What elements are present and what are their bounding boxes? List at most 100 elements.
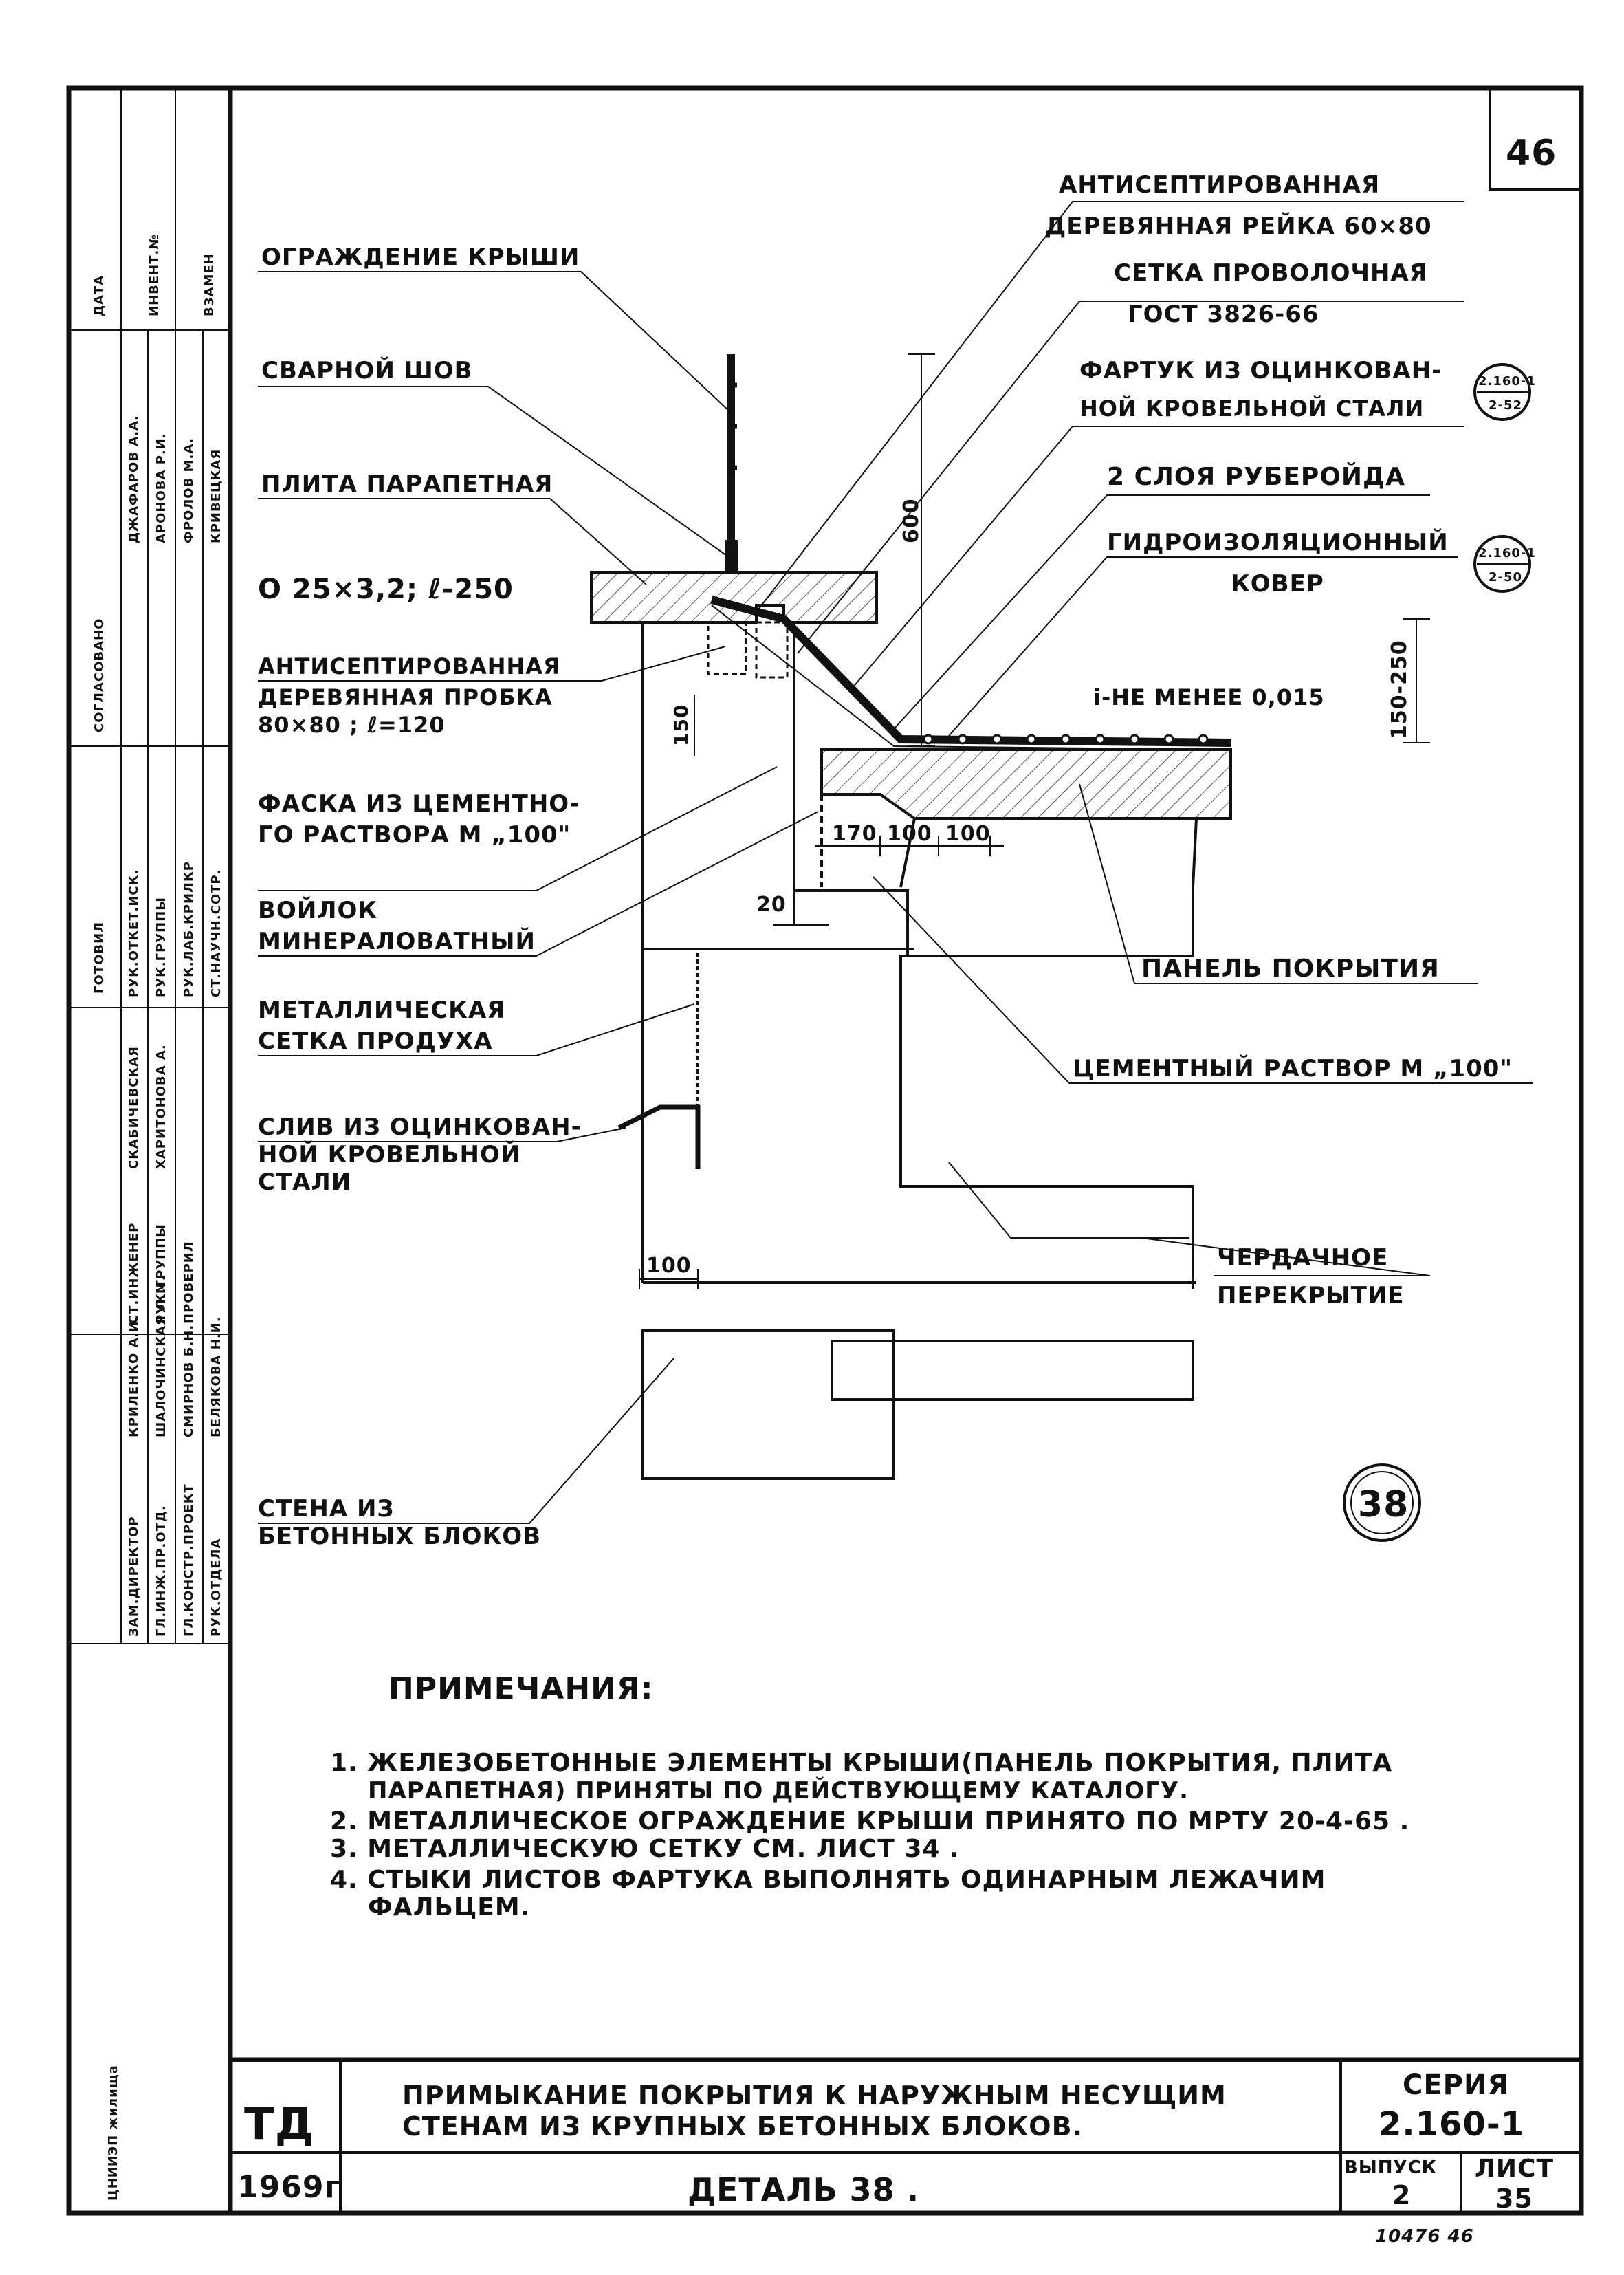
roof-bolts <box>923 734 1209 745</box>
series-label: СЕРИЯ <box>1403 2069 1509 2101</box>
stamp-agreed: СОГЛАСОВАНО <box>92 618 107 732</box>
stamp-role: ГЛ.ИНЖ.ПР.ОТД. <box>154 1505 168 1637</box>
stamp-name: СКАБИЧЕВСКАЯ <box>127 1046 141 1169</box>
callout-bar-size: О 25×3,2; ℓ-250 <box>258 574 514 605</box>
callout-plug-line-2: ДЕРЕВЯННАЯ ПРОБКА <box>258 684 553 710</box>
callout-chamfer-line-2: ГО РАСТВОРА М „100" <box>258 821 571 849</box>
apron <box>710 596 1231 747</box>
callout-vent-mesh-line-1: МЕТАЛЛИЧЕСКАЯ <box>258 997 505 1024</box>
callout-apron-line-2: НОЙ КРОВЕЛЬНОЙ СТАЛИ <box>1079 395 1424 422</box>
callout-chamfer-line-1: ФАСКА ИЗ ЦЕМЕНТНО- <box>258 790 580 818</box>
callout-wall-line-1: СТЕНА ИЗ <box>258 1495 395 1523</box>
callout-wire-line-1: СЕТКА ПРОВОЛОЧНАЯ <box>1114 259 1428 287</box>
roof-panel <box>820 748 1232 820</box>
callout-panel: ПАНЕЛЬ ПОКРЫТИЯ <box>1141 955 1440 983</box>
side-stamp: ДАТА ИНВЕНТ.№ ВЗАМЕН СОГЛАСОВАНО ГОТОВИЛ… <box>69 87 230 2201</box>
detail-number: 38 <box>1358 1484 1409 1525</box>
carpet-ref-circle <box>1473 535 1531 593</box>
notes: ПРИМЕЧАНИЯ: 1. ЖЕЛЕЗОБЕТОННЫЕ ЭЛЕМЕНТЫ К… <box>330 1671 1409 1922</box>
callout-roof-fence: ОГРАЖДЕНИЕ КРЫШИ <box>261 243 580 271</box>
title-line-2: СТЕНАМ ИЗ КРУПНЫХ БЕТОННЫХ БЛОКОВ. <box>402 2111 1083 2142</box>
dim-100-c: 100 <box>646 1254 692 1278</box>
stamp-name: БЕЛЯКОВА Н.И. <box>209 1316 223 1437</box>
page-number: 46 <box>1506 133 1557 174</box>
stamp-name: АРОНОВА Р.И. <box>154 433 168 543</box>
dim-170: 170 <box>832 822 877 846</box>
issue-value: 2 <box>1392 2180 1411 2210</box>
stamp-name: КРИВЕЦКАЯ <box>209 449 223 543</box>
wooden-plug <box>707 621 747 675</box>
callout-drip-line-3: СТАЛИ <box>258 1168 351 1196</box>
section-drawing <box>590 354 1232 1480</box>
handwritten-note: 10476 46 <box>1375 2226 1474 2247</box>
note-line: ФАЛЬЦЕМ. <box>368 1893 530 1922</box>
callout-carpet-line-2: КОВЕР <box>1231 570 1324 598</box>
stamp-date: ДАТА <box>92 275 107 316</box>
callout-plug-line-1: АНТИСЕПТИРОВАННАЯ <box>258 653 561 679</box>
stamp-name: ШАЛОЧИНСКАЯ Л.М. <box>154 1275 168 1437</box>
note-line: 3. МЕТАЛЛИЧЕСКУЮ СЕТКУ СМ. ЛИСТ 34 . <box>330 1835 960 1863</box>
stamp-role: СТ.НАУЧН.СОТР. <box>209 869 223 997</box>
callout-felt-line-1: ВОЙЛОК <box>258 896 377 924</box>
stamp-role: РУК.ЛАБ.КРИЛКР <box>182 861 196 997</box>
stamp-inventory: ИНВЕНТ.№ <box>147 234 162 316</box>
title-line-1: ПРИМЫКАНИЕ ПОКРЫТИЯ К НАРУЖНЫМ НЕСУЩИМ <box>402 2080 1227 2111</box>
detail-title: ДЕТАЛЬ 38 . <box>688 2171 919 2208</box>
callout-apron-line-1: ФАРТУК ИЗ ОЦИНКОВАН- <box>1079 357 1442 384</box>
stamp-name: ФРОЛОВ М.А. <box>182 438 196 543</box>
stamp-role: СТ.ИНЖЕНЕР <box>127 1223 141 1324</box>
callout-ruberoid: 2 СЛОЯ РУБЕРОЙДА <box>1107 462 1405 491</box>
dim-150: 150 <box>670 704 692 746</box>
carpet-ref-top: 2.160-1 <box>1478 546 1536 560</box>
stamp-name: ХАРИТОНОВА А. <box>154 1044 168 1169</box>
note-line: 2. МЕТАЛЛИЧЕСКОЕ ОГРАЖДЕНИЕ КРЫШИ ПРИНЯТ… <box>330 1807 1409 1836</box>
org-code: ТД <box>244 2099 315 2150</box>
note-line: 1. ЖЕЛЕЗОБЕТОННЫЕ ЭЛЕМЕНТЫ КРЫШИ(ПАНЕЛЬ … <box>330 1749 1392 1777</box>
stamp-name: СМИРНОВ Б.Н. <box>182 1325 196 1437</box>
stamp-role: ГЛ.КОНСТР.ПРОЕКТ <box>182 1483 196 1637</box>
callout-carpet-line-1: ГИДРОИЗОЛЯЦИОННЫЙ <box>1107 528 1449 556</box>
callout-drip-line-1: СЛИВ ИЗ ОЦИНКОВАН- <box>258 1113 582 1141</box>
issue-label: ВЫПУСК <box>1344 2157 1437 2178</box>
callout-lath-line-2: ДЕРЕВЯННАЯ РЕЙКА 60×80 <box>1045 212 1432 240</box>
callout-attic-line-1: ЧЕРДАЧНОЕ <box>1217 1244 1388 1272</box>
callouts-left: ОГРАЖДЕНИЕ КРЫШИ СВАРНОЙ ШОВ ПЛИТА ПАРАП… <box>258 243 582 1550</box>
institute-logo: ЦНИИЭП жилища <box>106 2065 120 2201</box>
dim-100-b: 100 <box>945 822 991 846</box>
apron-ref-bottom: 2-52 <box>1489 398 1522 413</box>
stamp-role: ПРОВЕРИЛ <box>182 1241 196 1324</box>
sheet-frame <box>66 85 1584 2216</box>
dim-20: 20 <box>756 893 787 917</box>
stamp-name: КРИЛЕНКО А.И. <box>127 1316 141 1437</box>
callout-felt-line-2: МИНЕРАЛОВАТНЫЙ <box>258 927 536 955</box>
callout-mortar: ЦЕМЕНТНЫЙ РАСТВОР М „100" <box>1073 1054 1513 1082</box>
callout-wall-line-2: БЕТОННЫХ БЛОКОВ <box>258 1523 541 1550</box>
detail-circle <box>1343 1463 1421 1542</box>
callouts-right: АНТИСЕПТИРОВАННАЯ ДЕРЕВЯННАЯ РЕЙКА 60×80… <box>1045 171 1536 1309</box>
series-value: 2.160-1 <box>1379 2105 1524 2144</box>
weld-bar <box>725 540 738 571</box>
stamp-name: ДЖАФАРОВ А.А. <box>127 415 141 543</box>
sheet-label: ЛИСТ <box>1475 2155 1554 2183</box>
notes-heading: ПРИМЕЧАНИЯ: <box>388 1671 653 1706</box>
drip-flashing <box>617 1104 701 1169</box>
callout-slope: i-НЕ МЕНЕЕ 0,015 <box>1093 684 1325 710</box>
callout-weld: СВАРНОЙ ШОВ <box>261 356 473 384</box>
carpet-ref-bottom: 2-50 <box>1489 570 1522 585</box>
note-line: ПАРАПЕТНАЯ) ПРИНЯТЫ ПО ДЕЙСТВУЮЩЕМУ КАТА… <box>368 1776 1189 1805</box>
callout-lath-line-1: АНТИСЕПТИРОВАННАЯ <box>1059 171 1380 199</box>
sheet-value: 35 <box>1495 2184 1533 2214</box>
callout-parapet-slab: ПЛИТА ПАРАПЕТНАЯ <box>261 470 553 498</box>
stamp-role: РУК.ОТКЕТ.ИСК. <box>127 869 141 997</box>
callout-attic-line-2: ПЕРЕКРЫТИЕ <box>1217 1282 1405 1309</box>
note-line: 4. СТЫКИ ЛИСТОВ ФАРТУКА ВЫПОЛНЯТЬ ОДИНАР… <box>330 1866 1326 1894</box>
stamp-role: РУК.ГРУППЫ <box>154 1223 168 1324</box>
parapet-slab <box>590 571 878 624</box>
title-block: ТД 1969г ПРИМЫКАНИЕ ПОКРЫТИЯ К НАРУЖНЫМ … <box>230 2057 1581 2214</box>
callout-drip-line-2: НОЙ КРОВЕЛЬНОЙ <box>258 1140 520 1168</box>
stamp-prepared: ГОТОВИЛ <box>92 922 107 994</box>
year: 1969г <box>237 2170 340 2205</box>
stamp-role: РУК.ГРУППЫ <box>154 897 168 997</box>
dim-100-a: 100 <box>887 822 932 846</box>
